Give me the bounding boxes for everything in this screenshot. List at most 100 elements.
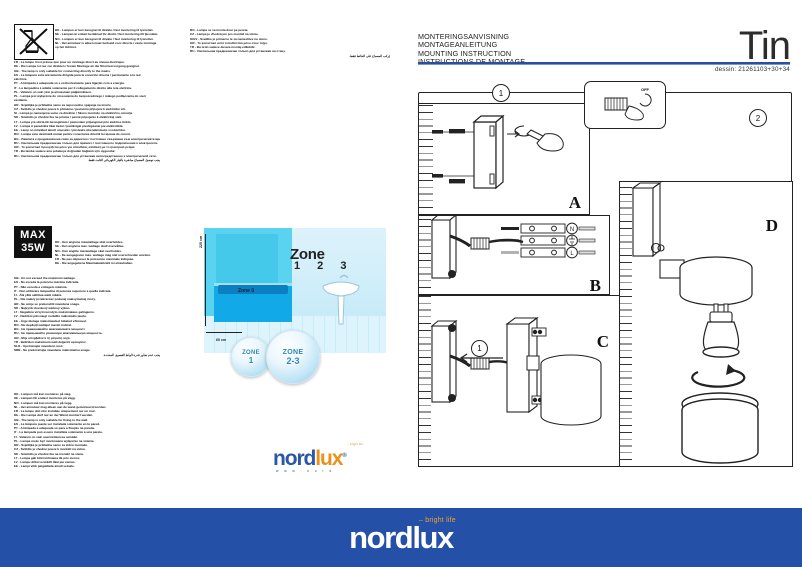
text-line: RU - Светильник предназначен только для … — [190, 49, 286, 54]
text-line: NL - Het armatuur is alleen maar bedoeld… — [55, 40, 157, 45]
text-line: DE - Die Lampe darf nur an der Wand mont… — [14, 413, 94, 418]
text-line: LT - Lempa gali būti tvirtinama tik prie… — [14, 455, 81, 460]
text-line: eléctrica. — [14, 77, 28, 81]
bathtub-water — [218, 285, 288, 294]
brick-wall-d — [620, 182, 632, 466]
text-line: LV - Lampu drīkst uzstādīt tikai pie sie… — [14, 460, 76, 464]
width-label: 60 cm — [216, 338, 227, 342]
text-line: NO - Den angitte maxwattage skal overhol… — [55, 248, 122, 253]
text-line: ES - La lámpara puede ser instalada sola… — [14, 421, 100, 426]
text-line: ES - No exceda la potencia máxima indica… — [14, 280, 80, 285]
step-circle-1: 1 — [492, 84, 510, 102]
instruction-title-list: MONTERINGSANVISNING MONTAGEANLEITUNG MOU… — [418, 32, 525, 67]
text-line: zasilania. — [14, 98, 28, 103]
text-block-2: RO - Lampa se va monta doar pe perete.CZ… — [190, 28, 390, 58]
text-line: LV - Nedrīkst pārsniegt norādīto maksimā… — [14, 314, 87, 319]
nordlux-wordmark-small: nordlux® — [273, 446, 379, 469]
text-line: LT - Negalima viršyti nurodyto maksimala… — [14, 310, 95, 314]
text-line: SRB - Ne prekoračujte navedenu maksimaln… — [14, 348, 91, 353]
text-line: EE - Ärge ületage maksimaalset lubatud v… — [14, 318, 87, 323]
max-value: 35W — [21, 242, 45, 254]
text-line: ES - La lámpara está únicamente dirigida… — [14, 72, 141, 77]
instruction-title-de: MONTAGEANLEITUNG — [418, 40, 498, 50]
text-line: NL - De aangegeven max. wattage mag niet… — [55, 252, 151, 257]
text-block-3-rest: GB - Do not exceed the maximum wattage.E… — [14, 276, 160, 357]
text-line: BG - Лампата е предназначена само за дир… — [14, 136, 160, 141]
height-label: 225 cm — [199, 235, 203, 248]
text-line: PT - A lâmpada é adequada só para a fixa… — [14, 426, 96, 430]
text-line: FI - Älä ylitä sallittua watti määrä. — [14, 293, 62, 297]
text-line: op het lichtnet. — [55, 45, 77, 49]
text-line: GR - Μην υπερβαίνετε τη μέγιστη ισχύ. — [14, 335, 71, 340]
text-line: PL - Lampa jest wyłącznie do stosowania … — [14, 94, 147, 98]
brick-wall-c — [419, 296, 431, 466]
instruction-title-fr: INSTRUCTIONS DE MONTAGE — [418, 57, 525, 66]
nordlux-tagline-small: – bright life — [347, 442, 363, 446]
text-line: TR - Bu ürün sadece duvara montaj edileb… — [190, 45, 256, 49]
text-line-rtl: يجب توصيل المصباح مباشرة بالتيار الكهربا… — [87, 157, 160, 162]
text-line-rtl: يُركب المصباح على الحائط فقط. — [349, 53, 390, 58]
mounting-drawing-panel: A OFF 1 2 — [418, 81, 793, 467]
instruction-title-en: MOUNTING INSTRUCTION — [418, 48, 512, 58]
text-line: GB - Do not exceed the maximum wattage. — [14, 276, 76, 280]
text-line: GB - The lamp is only suitable for fixin… — [14, 417, 88, 422]
switch-off-label: OFF — [641, 87, 649, 92]
text-line: RO - Lampa este destinată numai pentru c… — [14, 132, 131, 137]
text-line: DK - Lampen må kun monteres på væg. — [14, 392, 72, 396]
text-line: RO - Nu depășiți wattajul maxim indicat. — [14, 322, 72, 327]
nordlux-url: w w w . n o r d — [276, 469, 334, 473]
text-line: LT - Lempa yra skirta tik tiesioginiam /… — [14, 119, 132, 124]
text-line: NL - Het armatuur mag alleen aan de wand… — [14, 404, 107, 409]
panel-b-label: B — [589, 276, 601, 295]
text-line: IT - Non utilizzare lampadine di potenza… — [14, 288, 112, 293]
text-block-1-rest: FR - La lampe n'est prévue que pour un m… — [14, 60, 160, 162]
no-direct-mount-crossed-lamp-icon — [14, 24, 54, 60]
nordlux-footer-banner: nordlux – bright life — [0, 508, 802, 567]
text-line: FI - Valaisin on vain asennettavissa sei… — [14, 434, 79, 439]
text-line: SI/LV - Svetilko je primerno le za names… — [190, 36, 268, 41]
text-line: FR - Ne pas dépasser la puissance maxima… — [55, 257, 135, 261]
text-block-1-top: DK - Lampen er kun beregnet til direkte … — [55, 28, 160, 49]
text-line: HR - Svjetiljka je prikladna samo za nep… — [14, 102, 112, 107]
text-line: SI - Lampa je namenjena samo za direktno… — [14, 111, 134, 115]
text-line: GR - Το φωτιστικό αυτό τοποθετείται μόνο… — [190, 40, 268, 45]
text-line: RU - Не превышайте указанную максимальну… — [14, 331, 103, 336]
text-line: DK - Lampen er kun beregnet til direkte … — [55, 28, 154, 32]
text-line: HR - Ne smije se prekoračiti navedena sn… — [14, 301, 80, 306]
text-line-rtl: يجب عدم تجاوز قدرة الواط القصوى المحددة. — [103, 352, 160, 357]
text-line: IT - La lampada può essere installata so… — [14, 430, 103, 435]
brick-wall-b — [419, 216, 431, 294]
text-line: RU - Светильник предназначен только для … — [14, 140, 159, 145]
zone-title: Zone — [290, 246, 325, 263]
text-line: RO - Lampa se va monta doar pe perete. — [190, 28, 249, 32]
text-line: TR - Bu lamba sadece ana şebekeye doğrud… — [14, 149, 116, 154]
product-name: Tin — [738, 24, 791, 68]
nordlux-tagline-large: – bright life — [419, 517, 456, 524]
text-line: CZ - Lampa je vhodná jen pro montáž na s… — [190, 32, 259, 37]
text-line: BG - Не превишавайте максималната мощнос… — [14, 327, 86, 331]
max-label: MAX — [20, 229, 46, 241]
text-line: SK - Svietidlo je vhodné iba na montáž n… — [14, 451, 85, 456]
zone-numbers: 1 2 3 — [294, 260, 354, 272]
text-line: DE - Die Lampe ist nur zur direkten / fe… — [14, 64, 140, 69]
panel-d: D — [619, 181, 793, 467]
bathroom-zone-figure: 225 cm 60 cm Zone 1 2 3 Zone 0 — [196, 228, 386, 353]
text-line: SK - Najvyšší dovolený wattový výkon. — [14, 305, 71, 310]
text-line: GR - Το φωτιστικό προορίζεται μόνο για α… — [14, 145, 136, 149]
text-line: SE - Den angivna max. wattage skall över… — [55, 244, 125, 249]
nordlux-lux-small: lux — [315, 447, 343, 470]
svg-text:L: L — [570, 251, 574, 257]
text-line: NO - Lampen er kun beregnet til direkte … — [55, 36, 154, 41]
text-block-3-top: DK - Den angivne maxwattage skal overhol… — [55, 240, 160, 266]
max-wattage-badge: MAX 35W — [14, 226, 52, 258]
zone-1-badge-value: 1 — [248, 355, 254, 365]
header-divider — [418, 62, 790, 65]
drawing-reference: dessin: 21261103+30+34 — [714, 66, 790, 73]
registered-mark-small: ® — [342, 453, 347, 459]
panel-c-label: C — [596, 332, 609, 351]
text-line: EE - Lampi võib paigaldada ainult seinal… — [14, 464, 75, 469]
text-line: TR - Belirtilen maksimum watt değerini a… — [14, 339, 87, 344]
text-line: CZ - Svítidlo je vhodné pouze k přímému … — [14, 106, 126, 111]
text-line: RU - Светильник предназначен только для … — [14, 153, 157, 158]
